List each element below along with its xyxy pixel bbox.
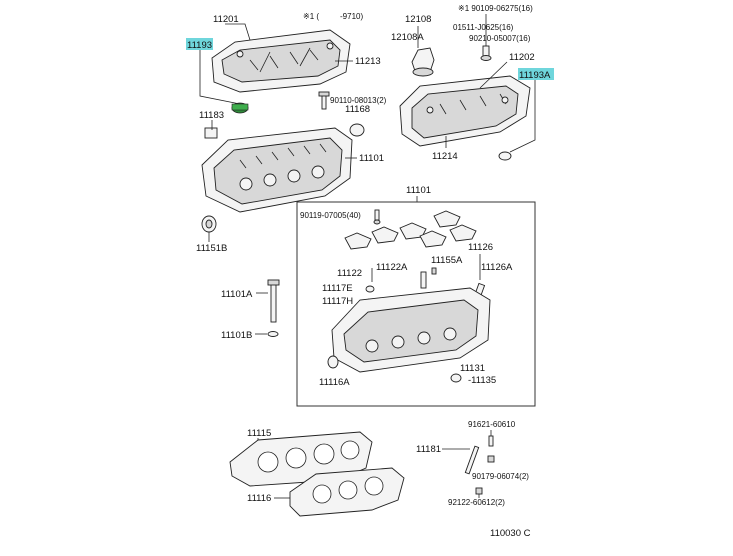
label-11101-box: 11101 [406,185,431,196]
label-11183: 11183 [199,110,224,121]
stud-11181[interactable] [464,445,480,475]
footer-code: 110030 C [490,528,531,539]
label-11181: 11181 [416,444,441,455]
seal-11168[interactable] [349,123,365,137]
label-11214: 11214 [432,151,458,162]
label-11101-top: 11101 [359,153,384,164]
label-11151B: 11151B [196,243,227,254]
leader-11193 [199,50,241,105]
bearing-caps[interactable] [344,210,477,250]
label-11202: 11202 [509,52,535,63]
label-11116: 11116 [247,493,271,504]
valve-guides[interactable] [420,267,486,302]
header-note-suffix: -9710) [340,12,363,21]
label-90110-08013: 90110-08013(2) [330,96,387,105]
subassembly-frame [296,201,536,407]
highlight-11193A [518,68,554,80]
washer-11101b[interactable] [267,331,279,337]
label-11101B: 11101B [221,330,252,341]
nut-90179[interactable] [487,455,495,463]
label-11117E: 11117E [322,283,353,294]
cylinder-head-upper[interactable] [201,127,353,213]
label-11122A: 11122A [376,262,408,273]
label-11155A: 11155A [431,255,463,266]
head-bolt[interactable] [267,279,280,323]
plug-11151b[interactable] [201,215,217,233]
plug-11116a[interactable] [327,355,339,369]
label-11213: 11213 [355,56,381,67]
stud-91621[interactable] [488,435,494,447]
leader-11201 [225,23,251,41]
bolt-90109[interactable] [480,45,492,61]
label-11126A: 11126A [481,262,513,273]
housing-12108[interactable] [411,47,435,77]
bolt-90119[interactable] [373,209,381,225]
cylinder-head-lower[interactable] [331,287,491,373]
label-11101A: 11101A [221,289,253,300]
label-11131: 11131 [460,363,485,374]
label-11126: 11126 [468,242,493,253]
leader-11193A [509,80,536,153]
label-12108: 12108 [405,14,431,25]
nut-92122[interactable] [475,487,483,495]
gasket-small [204,127,218,139]
bolt-90110[interactable] [318,91,330,110]
header-note-prefix: ※1 ( [303,12,319,21]
label-91621-60610: 91621-60610 [468,420,516,429]
label-11193[interactable]: 11193 [187,40,212,51]
label-01511-j0625: 01511-J0625(16) [453,23,514,32]
label-11135: -11135 [468,375,496,386]
label-11201: 11201 [213,14,239,25]
label-90119-07005: 90119-07005(40) [300,211,361,220]
label-11168: 11168 [345,104,370,115]
label-11117H: 11117H [322,296,353,307]
highlight-11193 [186,38,213,50]
label-92122-60612: 92122-60612(2) [448,498,505,507]
head-gasket-11116[interactable] [289,467,405,517]
label-11115: 11115 [247,428,271,439]
plug-11131[interactable] [450,373,462,383]
grommet-right[interactable] [498,151,512,161]
label-11193A[interactable]: 11193A [519,70,551,81]
cylinder-head-cover-left[interactable] [211,29,351,93]
label-90179-06074: 90179-06074(2) [472,472,529,481]
cylinder-head-cover-right[interactable] [399,75,531,147]
label-11122: 11122 [337,268,362,279]
label-90210-05007: 90210-05007(16) [469,34,531,43]
label-11116A: 11116A [319,377,350,388]
label-90109-06275: ※1 90109-06275(16) [458,4,533,13]
leader-11202 [479,61,508,89]
oil-filler-cap[interactable] [231,102,249,114]
label-12108A: 12108A [391,32,424,43]
